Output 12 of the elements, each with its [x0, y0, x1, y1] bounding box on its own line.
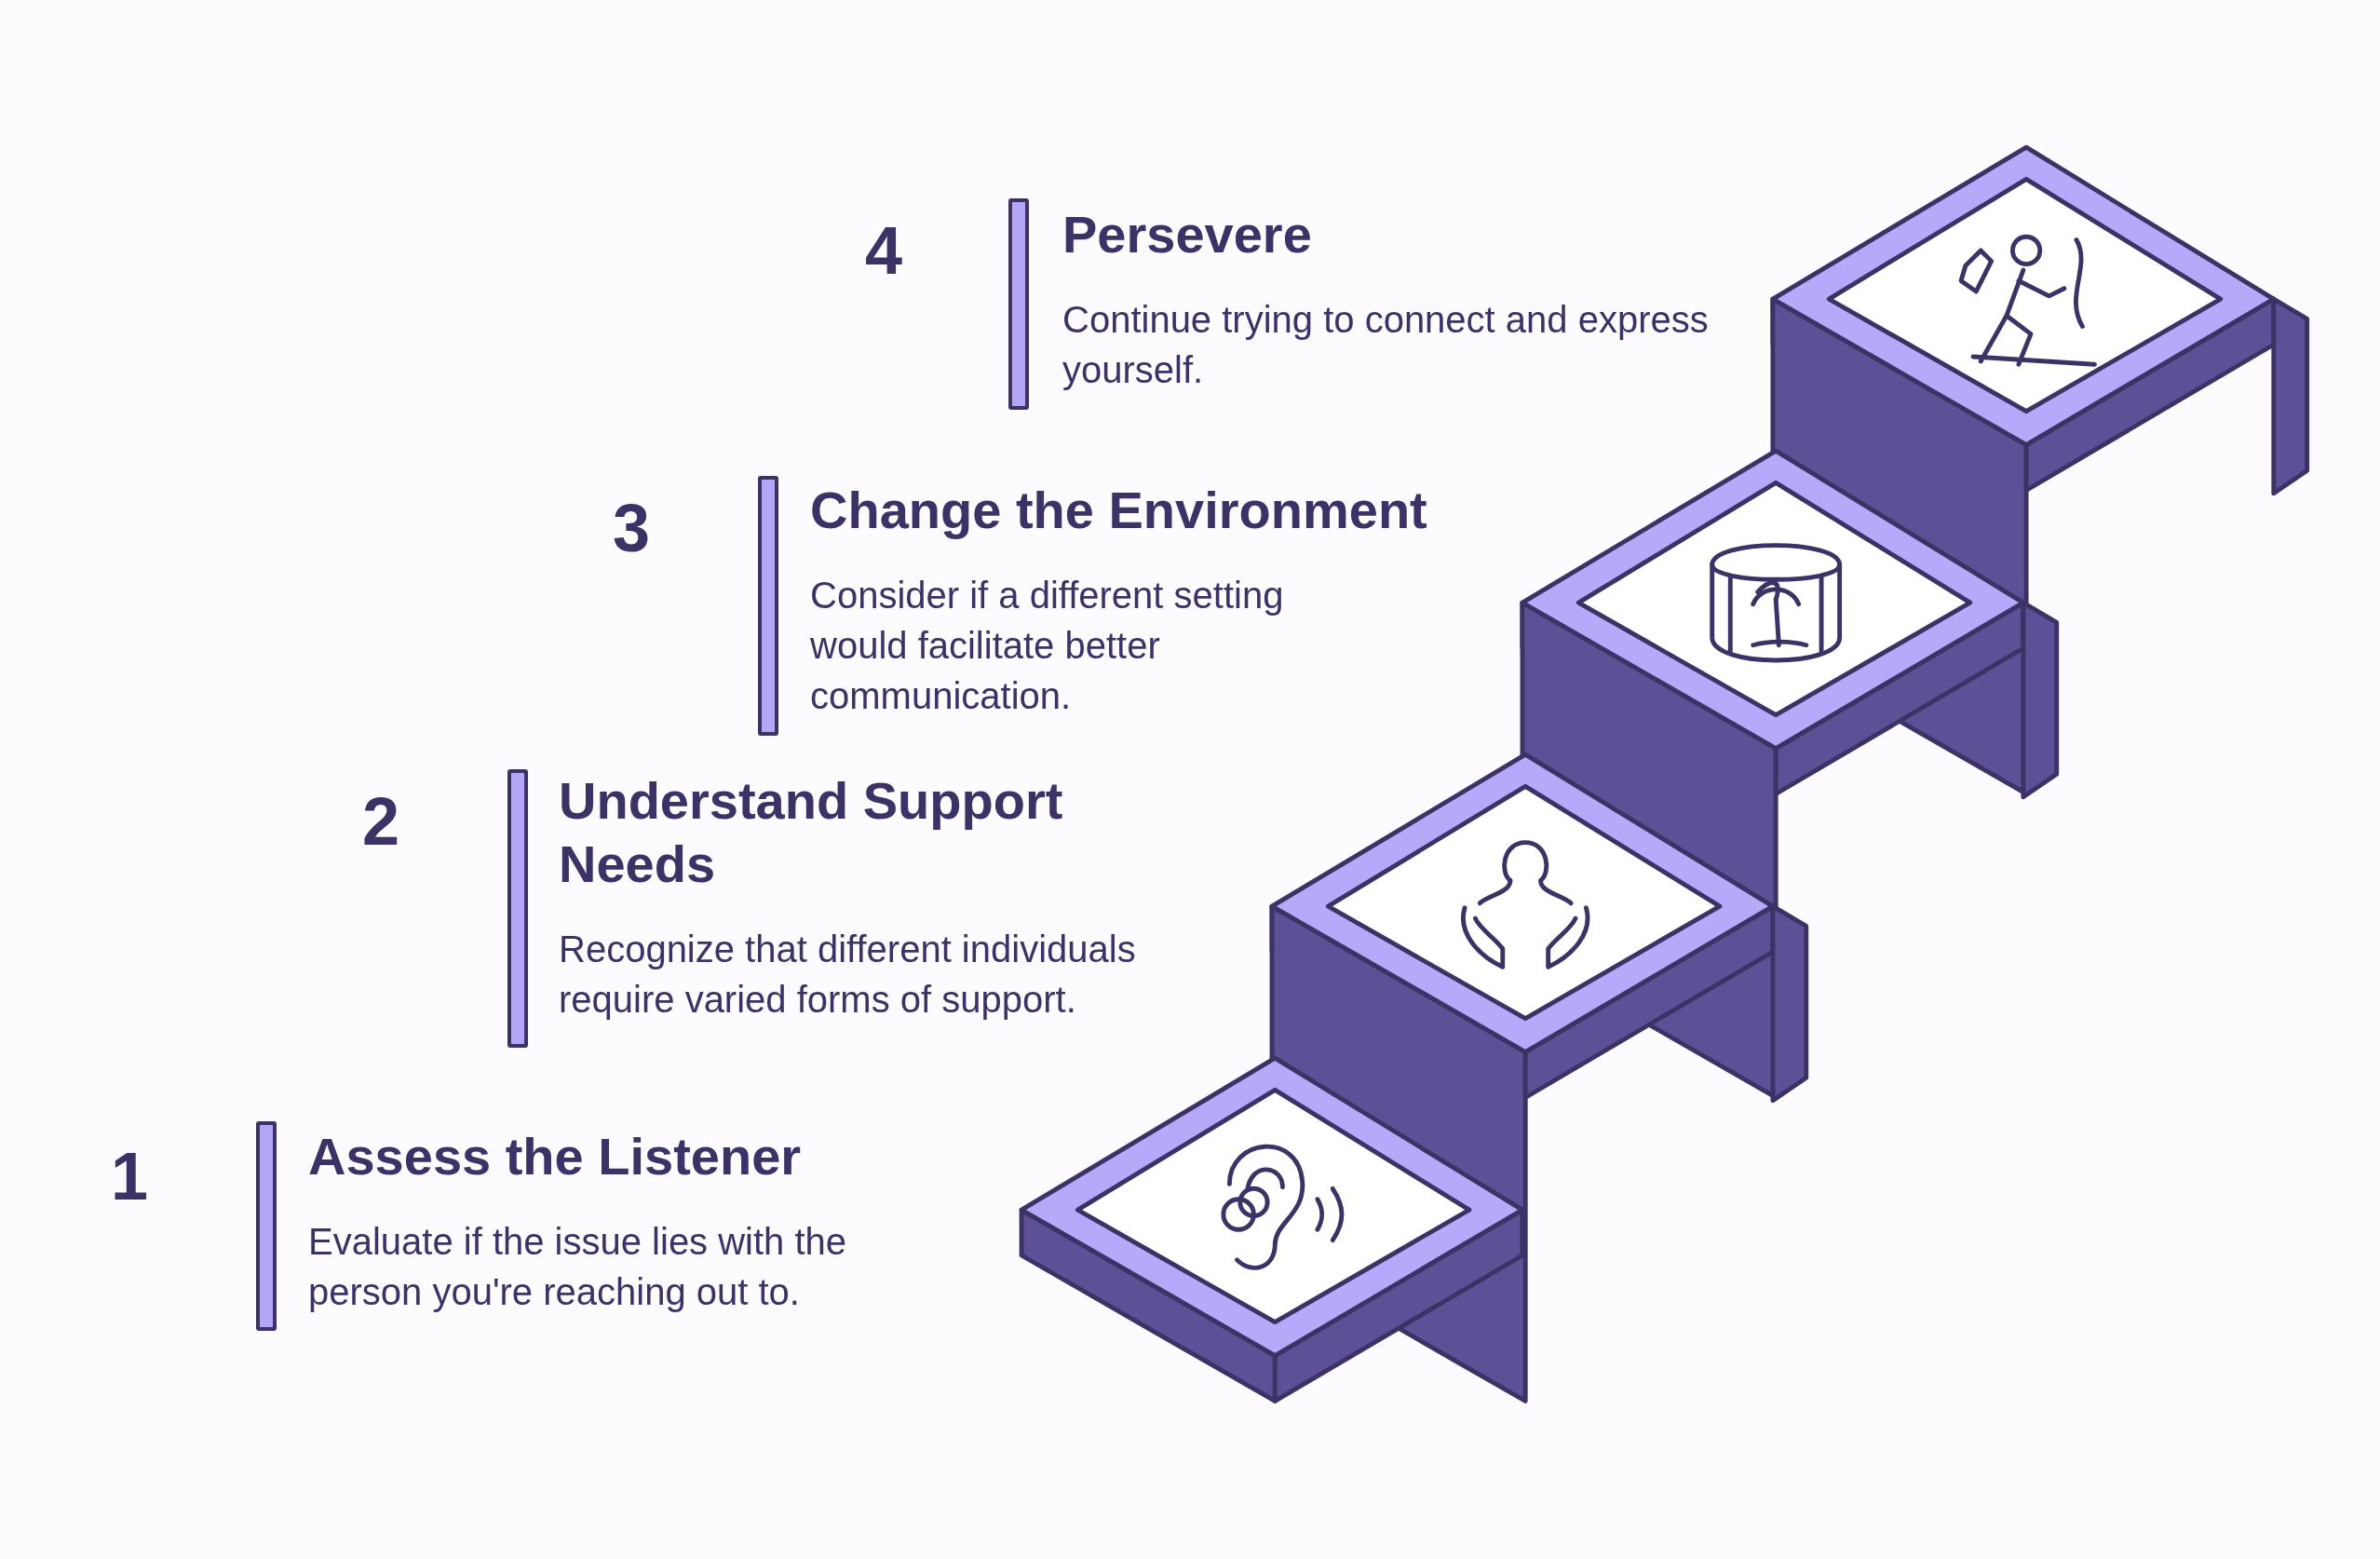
- step-title: Change the Environment: [810, 480, 1428, 541]
- step-description: Consider if a different setting would facilitate better communication.: [810, 574, 1285, 718]
- step-title: Assess the Listener: [308, 1126, 803, 1187]
- step-number: 2: [360, 784, 400, 859]
- step-description: Continue trying to connect and express yourself.: [1062, 298, 1710, 392]
- step-number: 3: [611, 491, 651, 565]
- step-number: 1: [109, 1139, 149, 1213]
- step-description: Evaluate if the issue lies with the person you're reaching out to.: [308, 1220, 848, 1314]
- step-number: 4: [863, 213, 903, 288]
- step-title: Understand Support Needs: [559, 770, 1064, 895]
- step-description: Recognize that different individuals require varied forms of support.: [559, 928, 1137, 1022]
- step-title: Persevere: [1062, 204, 1313, 265]
